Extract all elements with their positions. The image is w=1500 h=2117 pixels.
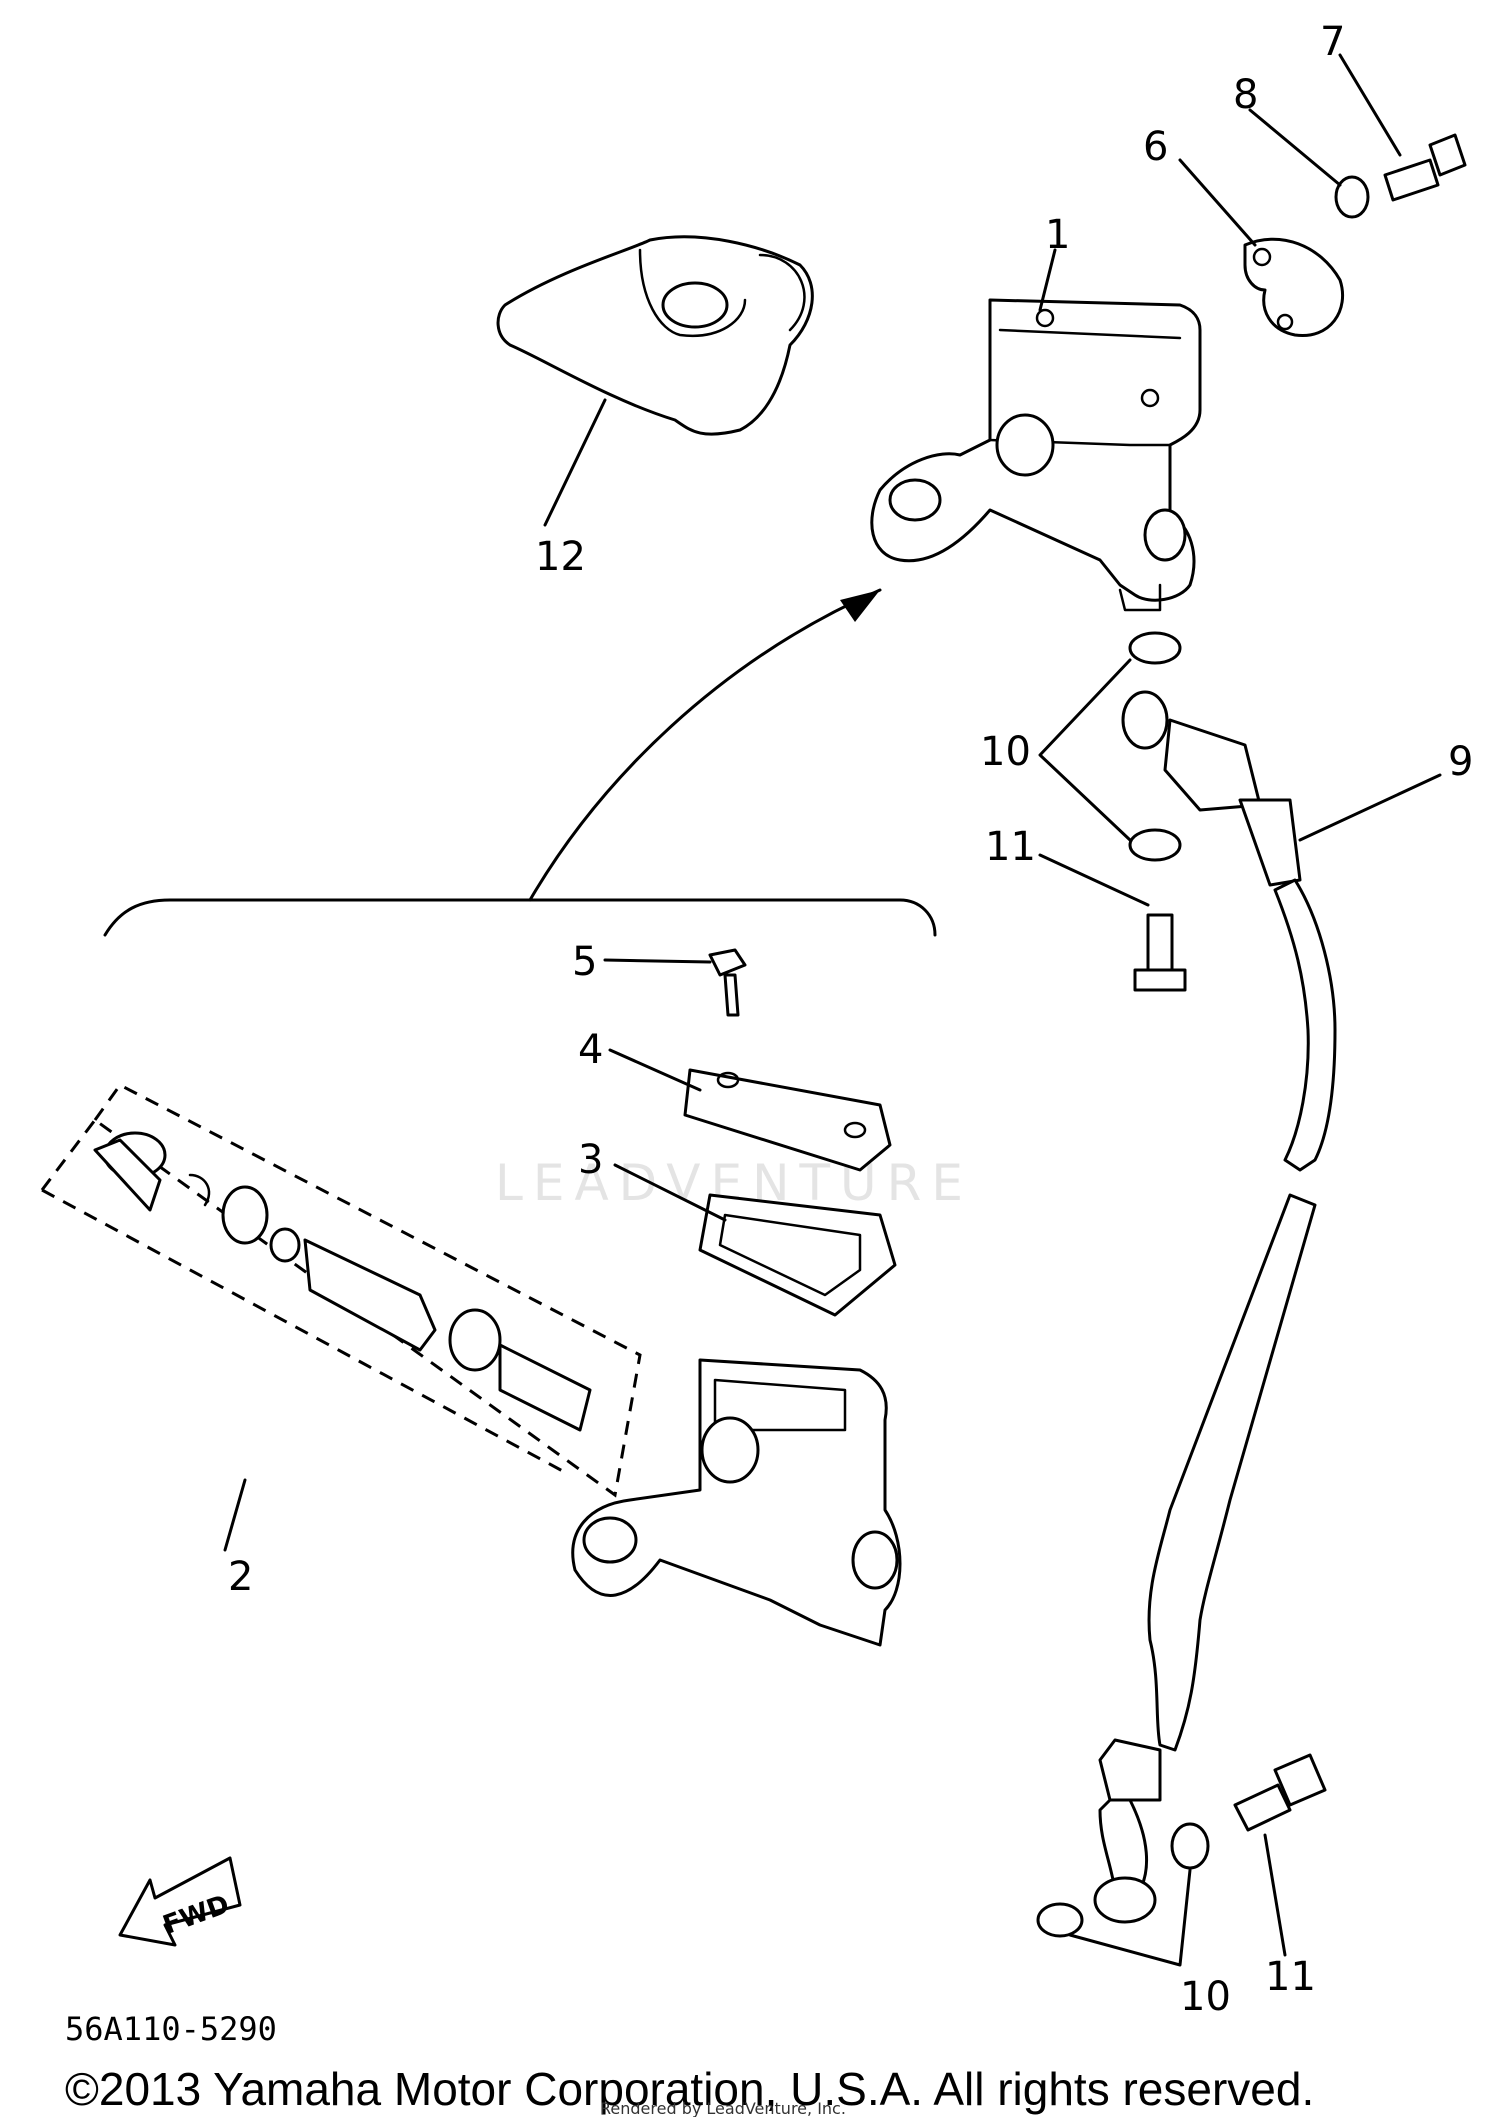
diaphragm-plate-part — [683, 1068, 892, 1172]
leader-11-upper — [1038, 853, 1150, 907]
callout-9: 9 — [1448, 739, 1473, 785]
leader-9 — [1298, 773, 1442, 842]
callout-6: 6 — [1143, 124, 1168, 170]
lever-cover-part — [496, 235, 814, 436]
piston-kit-group — [40, 1083, 642, 1498]
assembly-arrow — [528, 588, 882, 902]
copper-washer-lower-1 — [1170, 1822, 1210, 1870]
leader-6 — [1178, 158, 1257, 247]
assembly-arrow-head — [840, 590, 880, 622]
callout-4: 4 — [578, 1027, 603, 1073]
leader-7 — [1338, 53, 1402, 157]
assembly-bracket — [103, 898, 937, 937]
copyright-text: ©2013 Yamaha Motor Corporation, U.S.A. A… — [65, 2063, 1314, 2115]
callout-3: 3 — [578, 1137, 603, 1183]
diaphragm-part — [698, 1193, 897, 1317]
copper-washer-upper-2 — [1128, 828, 1182, 862]
callout-8: 8 — [1233, 72, 1258, 118]
master-cylinder-body-part — [571, 1358, 902, 1647]
leader-4 — [608, 1048, 702, 1092]
fwd-arrow-icon: FWD — [118, 1856, 242, 1947]
union-bolt-upper-part — [1133, 913, 1187, 992]
callout-11-upper: 11 — [985, 824, 1036, 870]
callout-12: 12 — [535, 534, 586, 580]
bolt-part — [1383, 133, 1467, 202]
diagram-code: 56A110-5290 — [65, 2010, 277, 2048]
brake-hose-part — [1093, 690, 1337, 1924]
callout-7: 7 — [1320, 19, 1345, 65]
callout-1: 1 — [1045, 212, 1070, 258]
callout-5: 5 — [572, 939, 597, 985]
leader-11-lower — [1263, 1833, 1287, 1957]
callout-10-upper: 10 — [980, 729, 1031, 775]
leader-12 — [543, 398, 607, 527]
callout-2: 2 — [228, 1554, 253, 1600]
leader-8 — [1248, 108, 1342, 187]
screw-part — [708, 948, 747, 1017]
union-bolt-lower-part — [1233, 1753, 1327, 1832]
leader-10-upper — [1038, 658, 1132, 842]
copper-washer-upper-1 — [1128, 631, 1182, 665]
leader-3 — [613, 1163, 727, 1222]
callout-10-lower: 10 — [1180, 1974, 1231, 2020]
leader-5 — [603, 958, 712, 964]
leader-2 — [223, 1478, 247, 1552]
holder-part — [1243, 237, 1345, 338]
leader-1 — [1038, 248, 1057, 312]
washer-part — [1334, 175, 1370, 219]
copper-washer-lower-2 — [1036, 1902, 1084, 1938]
callout-11-lower: 11 — [1265, 1954, 1316, 2000]
leader-10-lower — [1068, 1868, 1192, 1967]
master-cylinder-part — [870, 298, 1202, 612]
rendered-by-text: Rendered by LeadVenture, Inc. — [600, 2099, 846, 2117]
